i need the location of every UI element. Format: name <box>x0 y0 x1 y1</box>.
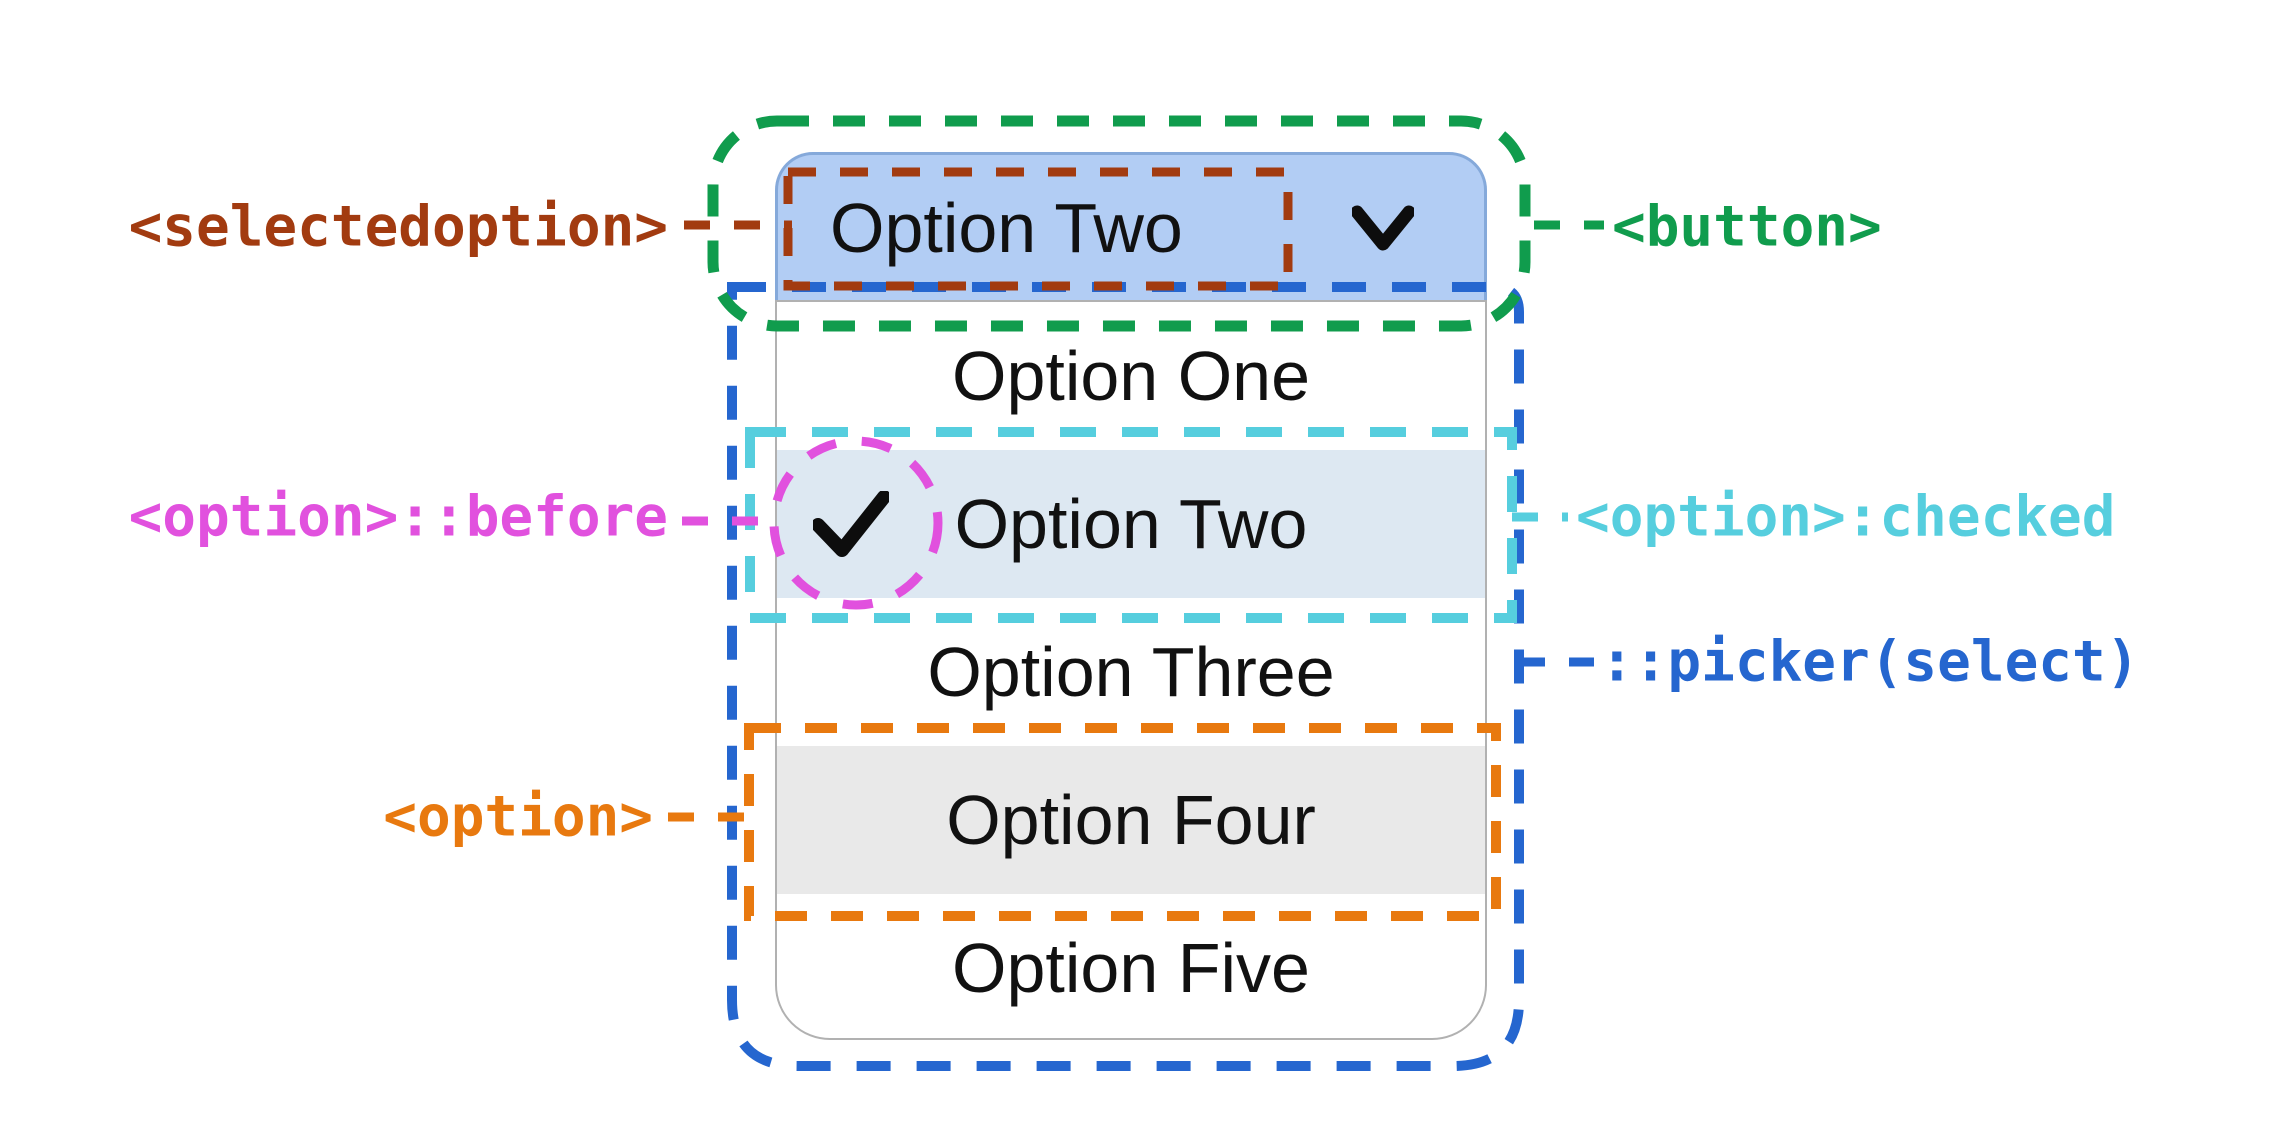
option-row-five[interactable]: Option Five <box>777 894 1485 1038</box>
chevron-down-icon <box>1352 205 1414 250</box>
option-row-two-checked[interactable]: Option Two <box>777 450 1485 598</box>
label-button: <button> <box>1612 194 1882 260</box>
checkmark-icon <box>813 491 889 557</box>
label-option-before: <option>::before <box>128 484 668 550</box>
selected-option-value: Option Two <box>830 188 1183 267</box>
option-row-four-hovered[interactable]: Option Four <box>777 746 1485 894</box>
label-option-checked: <option>:checked <box>1576 484 2116 550</box>
option-row-one[interactable]: Option One <box>777 302 1485 450</box>
option-label: Option Four <box>946 781 1316 859</box>
option-label: Option Two <box>954 485 1308 563</box>
select-button[interactable]: Option Two <box>775 152 1487 300</box>
select-picker-panel: Option One Option Two Option Three Optio… <box>775 300 1487 1040</box>
label-selectedoption: <selectedoption> <box>128 194 668 260</box>
label-option: <option> <box>383 784 653 850</box>
option-row-three[interactable]: Option Three <box>777 598 1485 746</box>
option-label: Option One <box>952 337 1310 415</box>
label-picker: ::picker(select) <box>1600 629 2140 695</box>
option-label: Option Three <box>927 633 1335 711</box>
option-label: Option Five <box>952 929 1310 1007</box>
